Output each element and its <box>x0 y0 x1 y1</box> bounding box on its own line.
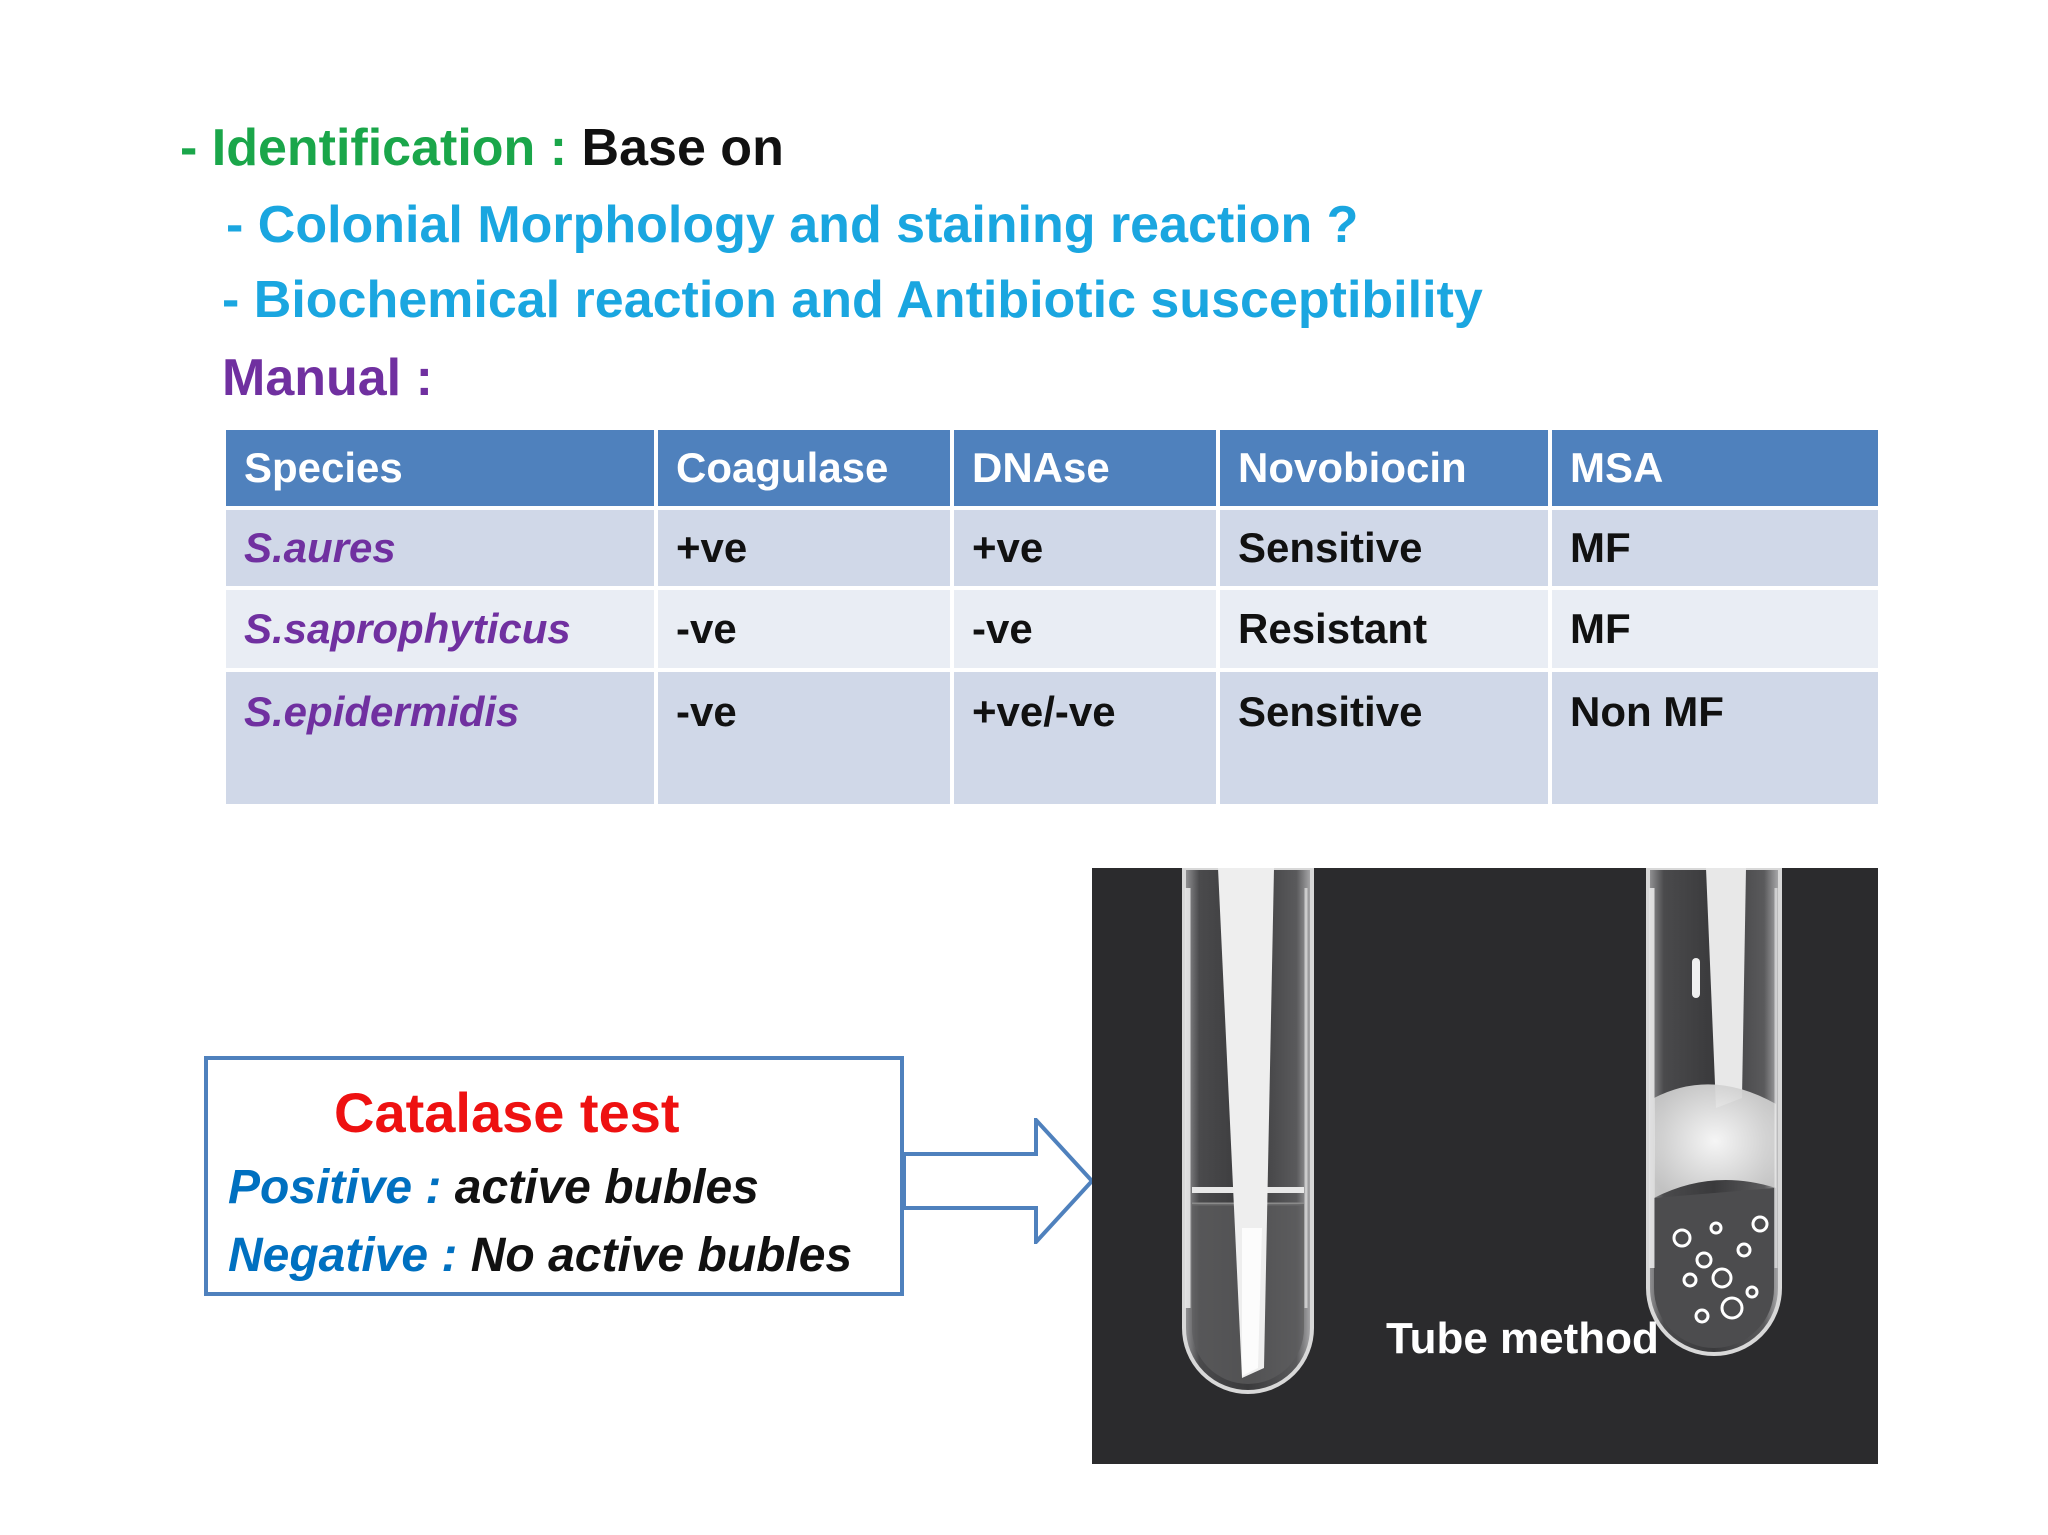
table-header-row: Species Coagulase DNAse Novobiocin MSA <box>222 426 1882 510</box>
negative-description: No active bubles <box>470 1229 853 1282</box>
test-tubes-illustration <box>1182 868 1782 1394</box>
identification-rest: Base on <box>581 119 784 177</box>
catalase-test-box: Catalase test Positive : active bubles N… <box>204 1056 904 1296</box>
table-row: S.saprophyticus -ve -ve Resistant MF <box>222 586 1882 672</box>
cell-species: S.epidermidis <box>222 668 658 808</box>
manual-heading: Manual : <box>222 349 433 407</box>
cell-novobiocin: Sensitive <box>1216 668 1552 808</box>
catalase-negative-line: Negative : No active bubles <box>228 1228 852 1283</box>
bullet-biochemical-reaction: - Biochemical reaction and Antibiotic su… <box>222 271 1483 329</box>
identification-line: - Identification : Base on <box>180 118 784 178</box>
cell-msa: MF <box>1548 506 1882 590</box>
table-row: S.aures +ve +ve Sensitive MF <box>222 506 1882 590</box>
header-msa: MSA <box>1548 426 1882 510</box>
table-row: S.epidermidis -ve +ve/-ve Sensitive Non … <box>222 668 1882 808</box>
cell-msa: MF <box>1548 586 1882 672</box>
catalase-positive-line: Positive : active bubles <box>228 1160 759 1215</box>
cell-dnase: +ve/-ve <box>950 668 1220 808</box>
cell-dnase: -ve <box>950 586 1220 672</box>
header-dnase: DNAse <box>950 426 1220 510</box>
cell-novobiocin: Sensitive <box>1216 506 1552 590</box>
right-arrow-icon <box>902 1118 1095 1244</box>
positive-tube <box>1646 868 1782 1356</box>
species-table: Species Coagulase DNAse Novobiocin MSA S… <box>222 426 1882 808</box>
cell-dnase: +ve <box>950 506 1220 590</box>
negative-label: Negative : <box>228 1229 458 1282</box>
header-novobiocin: Novobiocin <box>1216 426 1552 510</box>
header-species: Species <box>222 426 658 510</box>
bullet-colonial-morphology: - Colonial Morphology and staining react… <box>226 196 1359 254</box>
header-coagulase: Coagulase <box>654 426 954 510</box>
tube-method-photo: Tube method <box>1092 868 1878 1464</box>
identification-label: - Identification : <box>180 119 568 177</box>
cell-msa: Non MF <box>1548 668 1882 808</box>
cell-species: S.saprophyticus <box>222 586 658 672</box>
cell-novobiocin: Resistant <box>1216 586 1552 672</box>
cell-coagulase: +ve <box>654 506 954 590</box>
cell-coagulase: -ve <box>654 668 954 808</box>
cell-coagulase: -ve <box>654 586 954 672</box>
tube-method-caption: Tube method <box>1386 1314 1659 1363</box>
cell-species: S.aures <box>222 506 658 590</box>
negative-tube <box>1182 868 1314 1394</box>
catalase-title: Catalase test <box>334 1081 680 1144</box>
positive-label: Positive : <box>228 1161 442 1214</box>
positive-description: active bubles <box>454 1161 759 1214</box>
